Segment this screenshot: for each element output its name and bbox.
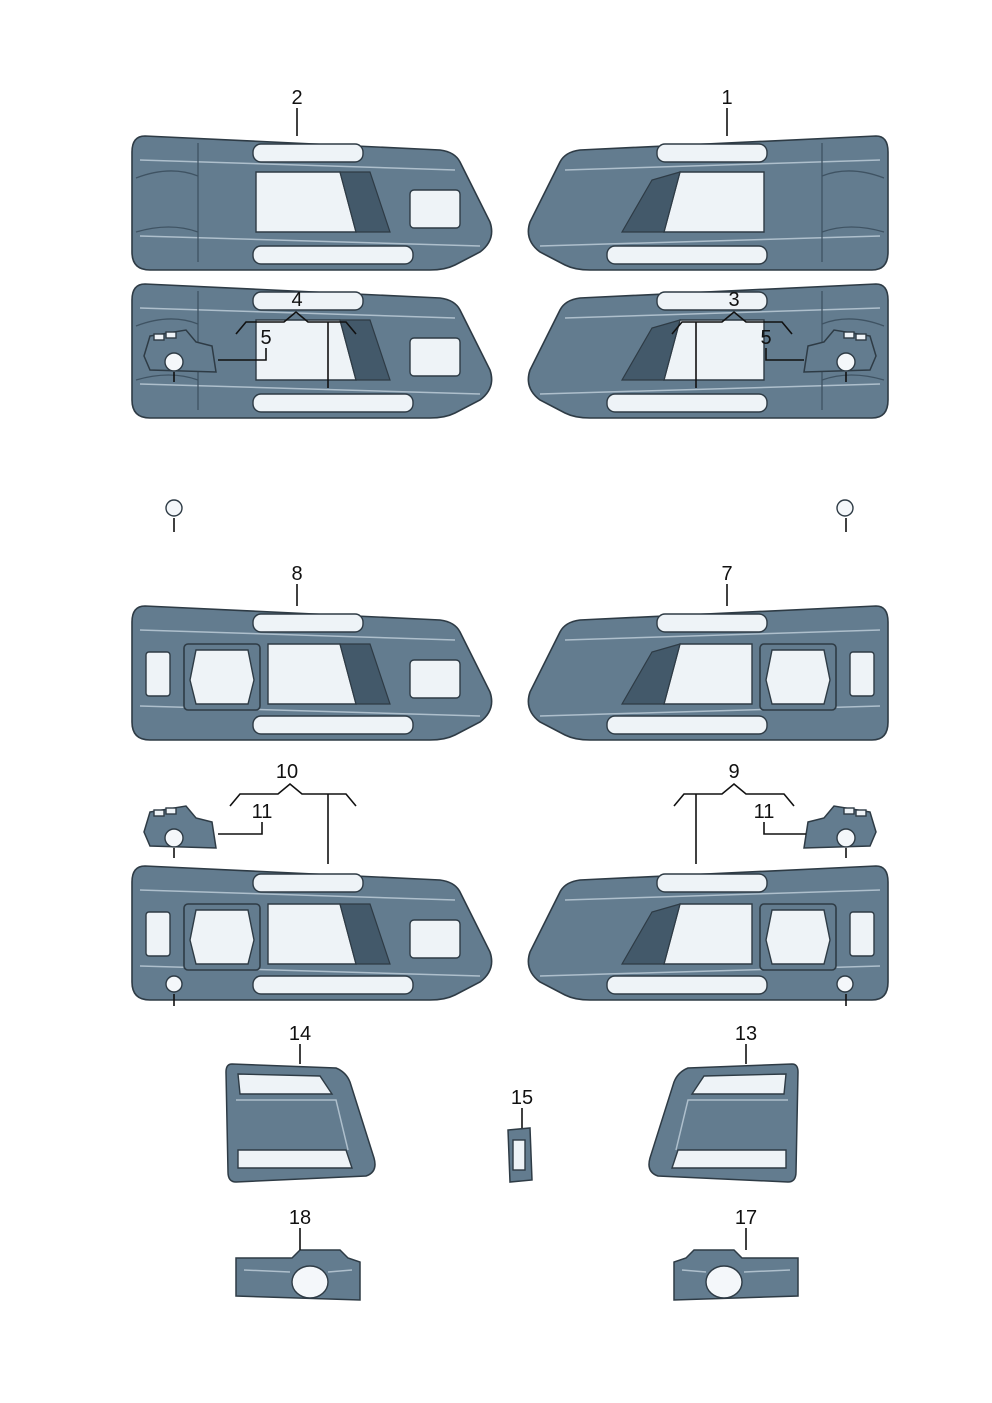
part-8-grille-left (131, 605, 493, 741)
callout-15: 15 (511, 1087, 533, 1109)
callout-11-right: 11 (754, 801, 775, 823)
leader-lines (173, 108, 847, 1250)
callout-9: 9 (728, 761, 739, 783)
part-10-grille-left (131, 865, 493, 1001)
callout-18: 18 (289, 1207, 311, 1229)
callout-13: 13 (735, 1023, 757, 1045)
callout-7: 7 (721, 563, 732, 585)
callout-4: 4 (291, 289, 302, 311)
part-11-bracket-left (143, 805, 217, 849)
part-14-cover-left (225, 1063, 376, 1183)
callout-5-left: 5 (260, 327, 271, 349)
part-11-bracket-right (803, 805, 877, 849)
part-7-grille-right (527, 605, 889, 741)
part-18-trim-left (235, 1249, 361, 1301)
callout-14: 14 (289, 1023, 311, 1045)
part-2-grille-left (131, 135, 493, 271)
callout-17: 17 (735, 1207, 757, 1229)
part-13-cover-right (648, 1063, 799, 1183)
sensor-hole (165, 499, 183, 517)
callout-1: 1 (721, 87, 732, 109)
sensor-hole (165, 975, 183, 993)
part-15-clip (507, 1127, 533, 1183)
sensor-hole (836, 499, 854, 517)
callout-10: 10 (276, 761, 298, 783)
callout-8: 8 (291, 563, 302, 585)
part-9-grille-right (527, 865, 889, 1001)
callout-2: 2 (291, 87, 302, 109)
callout-3: 3 (728, 289, 739, 311)
sensor-hole (836, 975, 854, 993)
callout-5-right: 5 (760, 327, 771, 349)
callout-11-left: 11 (252, 801, 273, 823)
part-17-trim-right (673, 1249, 799, 1301)
part-1-grille-right (527, 135, 889, 271)
